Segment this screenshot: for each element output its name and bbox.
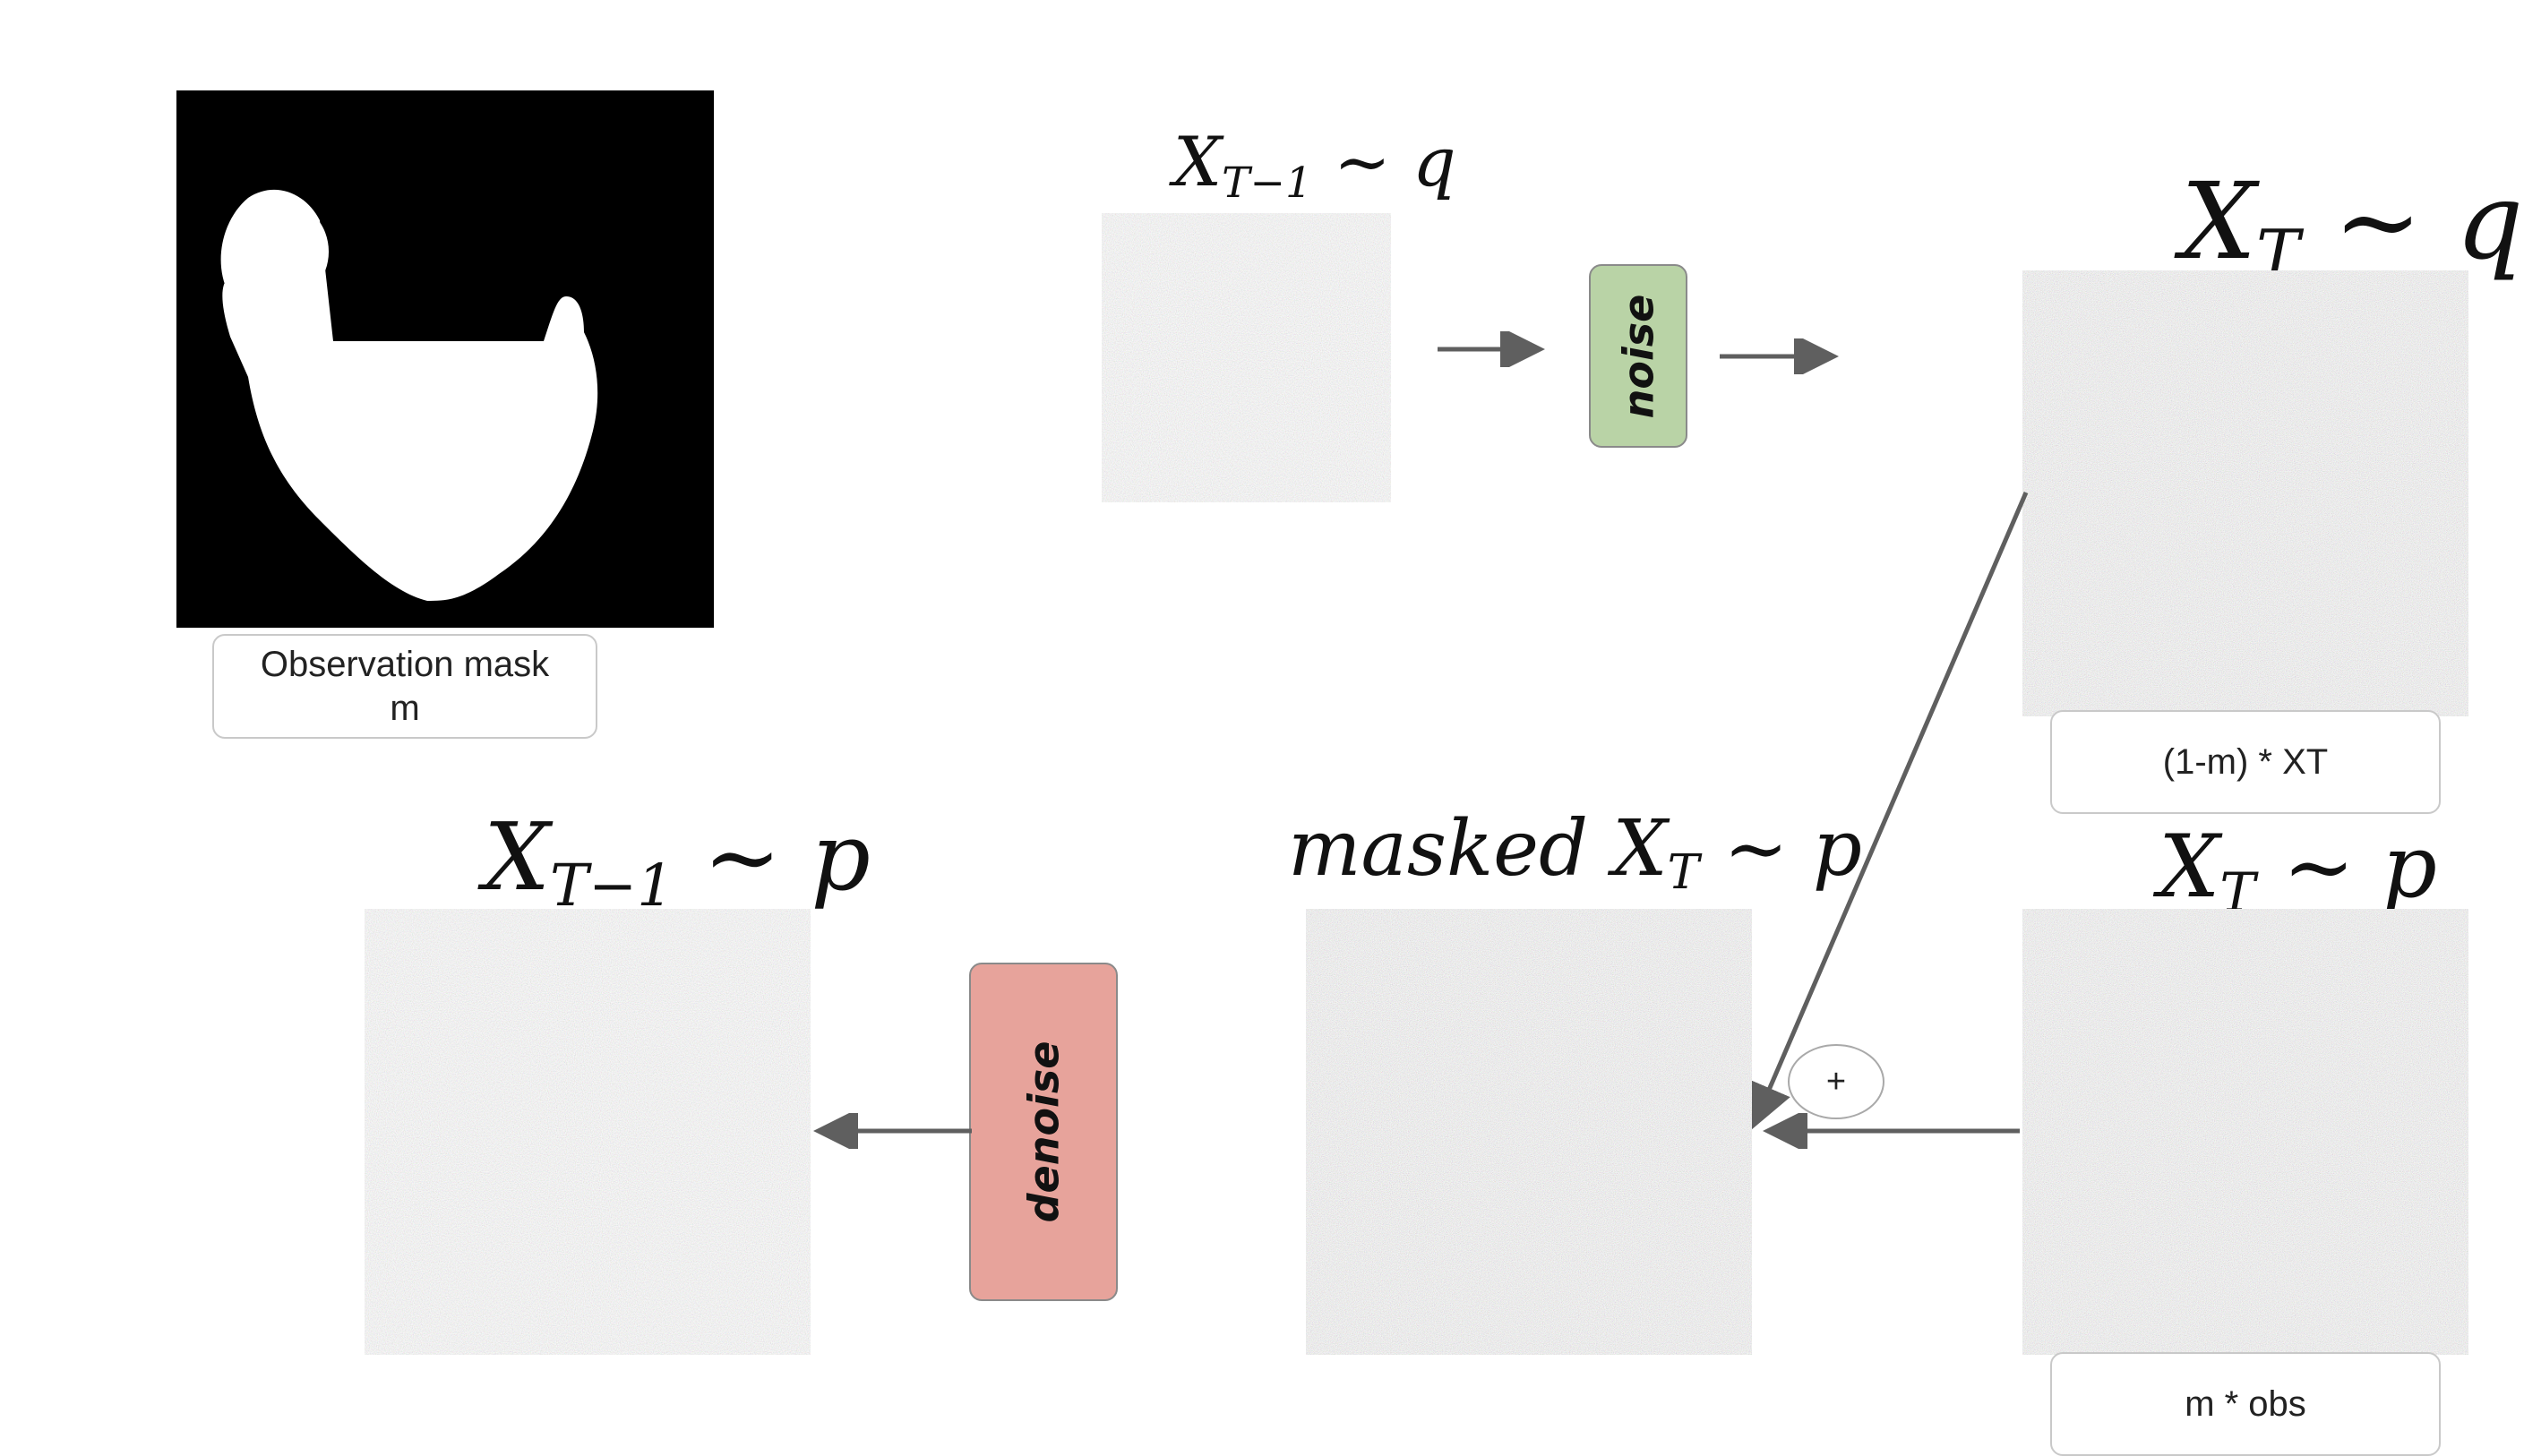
observation-mask-image (176, 90, 714, 628)
arrow-bottom-right (1763, 1113, 2020, 1149)
math-x-tm1-p: XT−1 ∼ p (484, 810, 871, 916)
math-masked-xt-p: masked XT ∼ p (1288, 810, 1862, 896)
output-face-image (365, 909, 811, 1355)
math-sub: T−1 (550, 852, 674, 921)
math-x-t-p: XT ∼ p (2159, 824, 2437, 921)
xt-p-label: m * obs (2050, 1352, 2441, 1456)
denoise-label: denoise (1019, 1041, 1069, 1223)
noise-label: noise (1614, 294, 1663, 418)
xt-q-label-text: (1-m) * XT (2162, 741, 2329, 782)
math-sub: T (1667, 844, 1700, 900)
plus-operator: + (1788, 1044, 1884, 1119)
math-rel: ∼ p (1723, 804, 1862, 894)
math-rel: ∼ p (2282, 817, 2437, 917)
observation-mask-label: Observation mask m (212, 634, 597, 739)
math-var: X (2159, 817, 2220, 917)
math-var: X (2181, 159, 2257, 283)
math-var: X (1612, 804, 1668, 894)
xt-p-label-text: m * obs (2185, 1383, 2306, 1424)
arrow-diagonal (1748, 492, 2029, 1130)
math-rel: ∼ p (703, 802, 871, 912)
observation-mask-label-line2: m (390, 688, 420, 728)
math-x-t-q: XT ∼ q (2181, 168, 2523, 287)
denoise-box: denoise (969, 963, 1118, 1301)
xt-p-image (2022, 909, 2468, 1355)
noise-box: noise (1589, 264, 1687, 448)
math-x-tm1-q: XT−1 ∼ q (1173, 128, 1456, 205)
arrow-to-noise (1438, 331, 1545, 367)
xt-q-label: (1-m) * XT (2050, 710, 2441, 814)
math-rel: ∼ q (1334, 122, 1456, 201)
noisy-face-image-q (1102, 213, 1391, 502)
math-sub: T−1 (1222, 158, 1312, 209)
math-rel: ∼ q (2333, 159, 2524, 283)
arrow-from-noise (1720, 338, 1839, 374)
plus-symbol: + (1825, 1062, 1847, 1101)
masked-xt-q-image (2022, 270, 2468, 716)
math-prefix: masked (1288, 804, 1613, 894)
math-var: X (484, 802, 551, 912)
masked-xt-p-image (1306, 909, 1752, 1355)
math-var: X (1173, 122, 1223, 201)
arrow-denoise-output (813, 1113, 972, 1149)
observation-mask-label-line1: Observation mask (260, 644, 550, 684)
